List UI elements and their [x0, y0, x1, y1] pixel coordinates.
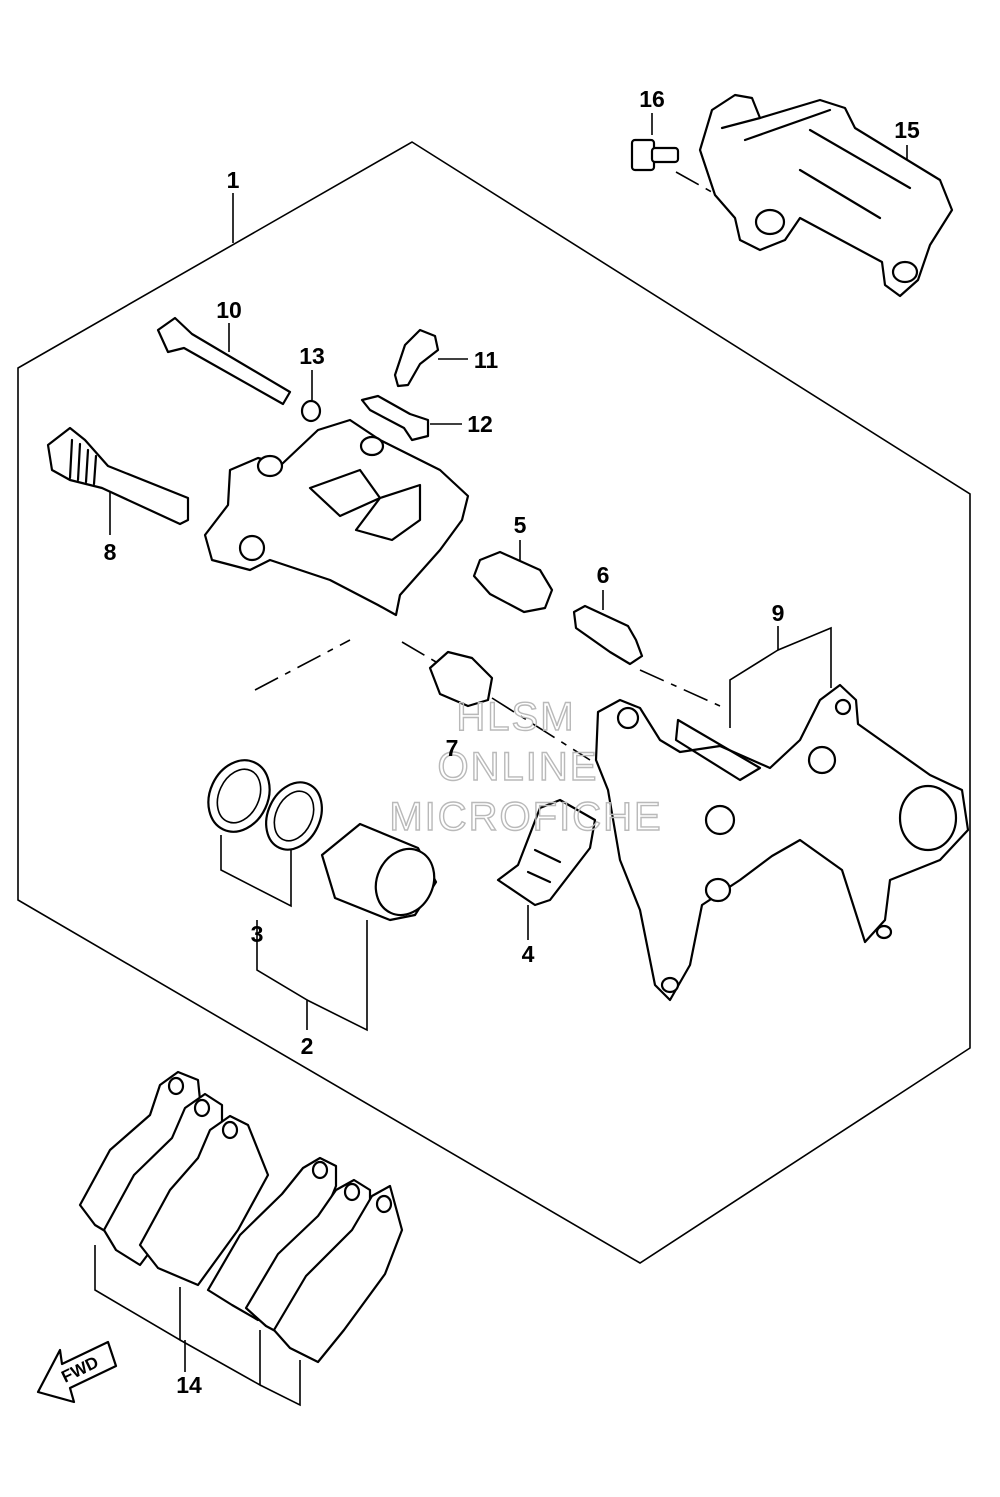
callout-11: 11	[474, 347, 499, 373]
leader-lines	[109, 113, 908, 1032]
watermark-line-1: HLSM	[456, 695, 575, 739]
assembly-outline	[17, 141, 971, 1264]
caliper-bolt-part	[46, 426, 190, 526]
callout-7: 7	[446, 735, 459, 761]
callout-1: 1	[227, 167, 240, 193]
callout-14: 14	[176, 1372, 202, 1398]
callout-12: 12	[467, 411, 493, 437]
o-ring-part	[300, 399, 322, 423]
callout-2: 2	[301, 1033, 314, 1059]
seal-pair-part	[207, 759, 323, 851]
boot-small-part	[428, 650, 494, 708]
watermark: HLSM ONLINE MICROFICHE	[389, 694, 662, 839]
pad-spring-part	[496, 798, 597, 907]
callout-13: 13	[299, 343, 325, 369]
caliper-body-part	[203, 418, 470, 617]
callout-4: 4	[522, 941, 535, 967]
pin-long-part	[156, 316, 292, 406]
callout-9: 9	[772, 600, 785, 626]
callout-6: 6	[597, 562, 610, 588]
callout-5: 5	[514, 512, 527, 538]
callout-8: 8	[104, 539, 117, 565]
cap-part	[360, 394, 430, 442]
bracket-part	[698, 93, 954, 298]
bleeder-screw-part	[393, 328, 440, 388]
watermark-line-2: ONLINE	[438, 745, 599, 789]
fwd-arrow-icon: FWD	[36, 1340, 118, 1404]
sleeve-part	[572, 604, 644, 666]
watermark-line-3: MICROFICHE	[389, 795, 662, 839]
callout-16: 16	[639, 86, 665, 112]
callout-3: 3	[251, 921, 264, 947]
piston-part	[320, 822, 438, 922]
caliper-bracket-part	[594, 683, 970, 1002]
brake-pads-part	[78, 1070, 404, 1407]
callout-10: 10	[216, 297, 242, 323]
boot-part	[472, 550, 554, 614]
callout-15: 15	[894, 117, 920, 143]
bolt-part	[630, 138, 680, 172]
callouts: 1 2 3 4 5 6 7 8 9 10 11 12 13 14 15 16	[104, 86, 920, 1398]
